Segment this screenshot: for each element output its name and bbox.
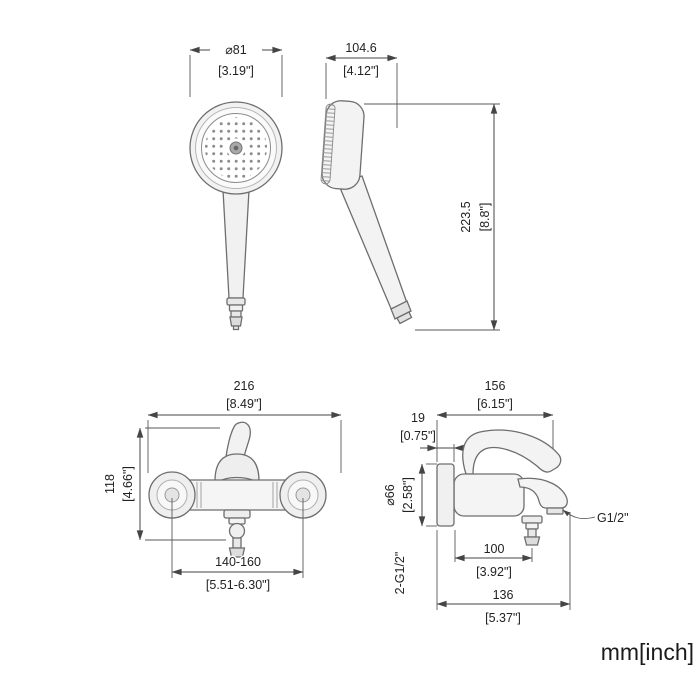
outlet-offset-inch-label: [3.92"]	[476, 565, 512, 579]
mixer-depth-inch-label: [6.15"]	[477, 397, 513, 411]
mixer-height-mm-label: 118	[103, 474, 117, 494]
mixer-centers-mm-label: 140-160	[215, 555, 261, 569]
mixer-lever-dome	[214, 453, 260, 482]
mixer-front-view: 216 [8.49"] 118 [4.66"]	[102, 378, 342, 594]
mixer-height-inch-label: [4.66"]	[121, 466, 135, 502]
mixer-side-body	[436, 429, 568, 546]
shower-height-dimension: 223.5 [8.8"]	[364, 103, 500, 331]
shower-side-body	[320, 100, 413, 325]
shower-handle-front	[222, 189, 250, 331]
plate-depth-inch-label: [0.75"]	[400, 429, 436, 443]
shower-width-inch-label: [4.12"]	[343, 64, 379, 78]
mixer-width-mm-label: 216	[234, 379, 255, 393]
shower-head-face	[189, 101, 283, 195]
mixer-front-body	[148, 421, 327, 558]
shower-outlet-side	[521, 515, 543, 546]
units-label: mm[inch]	[601, 639, 694, 665]
mixer-width-dimension: 216 [8.49"]	[147, 378, 342, 473]
shower-height-mm-label: 223.5	[459, 201, 473, 232]
thread-labels: G1/2" 2-G1/2"	[392, 510, 631, 596]
mixer-depth-dimension: 156 [6.15"]	[436, 378, 554, 470]
flange-diameter-inch-label: [2.58"]	[401, 477, 415, 513]
mixer-width-inch-label: [8.49"]	[226, 397, 262, 411]
shower-front-view: ⌀81 [3.19"]	[189, 42, 283, 331]
wall-plate-depth-dimension: 19 [0.75"]	[399, 410, 471, 462]
flange-diameter-dimension: ⌀66 [2.58"]	[382, 463, 437, 527]
overall-depth-inch-label: [5.37"]	[485, 611, 521, 625]
mixer-bottom-outlet-front	[223, 509, 251, 558]
mixer-valve-body	[453, 473, 525, 517]
outlet-offset-mm-label: 100	[484, 542, 505, 556]
overall-depth-dimension: 136 [5.37"]	[436, 512, 571, 627]
mixer-side-view: 156 [6.15"] 19 [0.75"]	[382, 378, 631, 627]
right-wall-flange	[279, 471, 327, 519]
mixer-depth-mm-label: 156	[485, 379, 506, 393]
wall-plate-side	[436, 463, 455, 527]
mixer-lever-front	[225, 421, 251, 458]
shower-width-mm-label: 104.6	[345, 41, 376, 55]
mixer-lever-side	[462, 429, 562, 475]
shower-diameter-inch-label: [3.19"]	[218, 64, 254, 78]
mixer-centers-dimension: 140-160 [5.51-6.30"]	[171, 498, 304, 594]
plate-depth-mm-label: 19	[411, 411, 425, 425]
shower-width-dimension: 104.6 [4.12"]	[325, 40, 398, 128]
mixer-centers-inch-label: [5.51-6.30"]	[206, 578, 270, 592]
spout-thread-label: G1/2"	[597, 511, 629, 525]
flange-diameter-mm-label: ⌀66	[383, 484, 397, 505]
tub-spout	[517, 477, 568, 509]
spout-outlet	[546, 507, 564, 515]
spray-face-edge	[320, 103, 336, 185]
shower-diameter-mm-label: ⌀81	[225, 43, 246, 57]
left-wall-flange	[148, 471, 196, 519]
shower-height-inch-label: [8.8"]	[478, 203, 492, 232]
shower-side-view: 104.6 [4.12"] 223.5 [8.8"]	[320, 40, 500, 331]
inlet-thread-label: 2-G1/2"	[393, 552, 407, 595]
shower-diameter-dimension: ⌀81 [3.19"]	[189, 42, 283, 97]
overall-depth-mm-label: 136	[493, 588, 514, 602]
outlet-offset-dimension: 100 [3.92"]	[454, 530, 533, 581]
mixer-height-dimension: 118 [4.66"]	[102, 427, 226, 541]
